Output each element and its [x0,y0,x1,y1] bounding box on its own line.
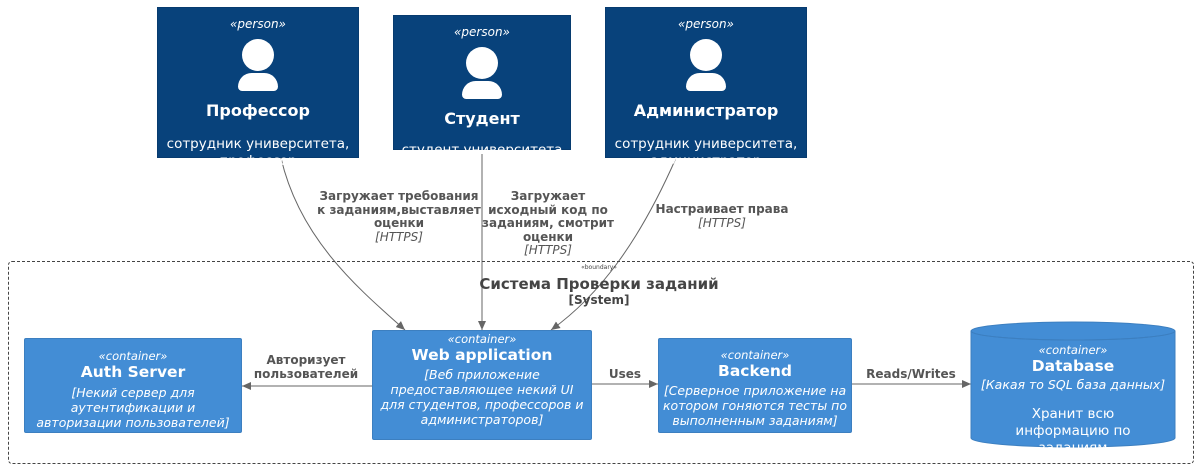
boundary-subtitle: [System] [568,293,630,307]
person-professor[interactable]: «person» Профессор сотрудник университет… [157,7,359,169]
person-description: сотрудник университета, администратор [614,136,798,169]
boundary-tag: «boundary» [581,264,617,271]
person-name: Администратор [633,101,779,120]
person-icon [394,47,570,99]
relation-label: Настраивает права [655,202,789,216]
relation-tech: [HTTPS] [375,229,423,244]
container-tech: [Какая то SQL база данных] [980,377,1166,392]
container-name: Database [1031,357,1115,375]
relation-label: Reads/Writes [866,367,956,381]
stereotype-label: «person» [230,17,286,31]
person-name: Профессор [206,101,310,120]
label-admin-web: Настраивает права [HTTPS] [655,202,789,230]
label-web-auth: Авторизует пользователей [250,353,362,381]
relation-label: Авторизует пользователей [253,353,359,381]
person-student[interactable]: «person» Студент студент университета [393,15,571,158]
boundary-title: Система Проверки заданий [479,275,719,293]
container-database[interactable]: «container» Database [Какая то SQL база … [971,343,1175,456]
label-student-web: Загружает исходный код по заданиям, смот… [478,189,618,258]
stereotype-label: «container» [1038,343,1108,357]
container-tech: [Серверное приложение на котором гоняютс… [663,383,847,428]
stereotype-label: «container» [720,348,790,362]
label-backend-db: Reads/Writes [856,367,966,382]
stereotype-label: «container» [447,332,517,346]
relation-tech: [HTTPS] [524,243,572,257]
person-icon [158,39,358,91]
stereotype-label: «person» [678,17,734,31]
relation-label: Загружает требования к заданиям,выставля… [317,189,481,230]
container-name: Web application [411,346,553,364]
person-description: студент университета [401,142,563,158]
edge-professor-web [280,157,406,331]
relation-label: Uses [608,367,642,381]
container-web-application[interactable]: «container» Web application [Веб приложе… [372,330,592,440]
container-description: Хранит всю информацию по заданиям [1015,406,1131,456]
system-boundary [8,261,1194,464]
stereotype-label: «container» [98,349,168,363]
stereotype-label: «person» [454,25,510,39]
container-name: Auth Server [80,363,186,381]
relation-tech: [HTTPS] [698,215,746,230]
person-icon [606,39,806,91]
container-tech: [Некий сервер для аутентификации и автор… [36,385,230,430]
person-admin[interactable]: «person» Администратор сотрудник универс… [605,7,807,169]
relation-label: Загружает исходный код по заданиям, смот… [482,189,614,244]
person-name: Студент [444,109,520,128]
container-tech: [Веб приложение предоставляющее некий UI… [380,367,584,427]
container-auth-server[interactable]: «container» Auth Server [Некий сервер дл… [24,338,242,433]
person-description: сотрудник университета, профессор [166,136,350,169]
label-web-backend: Uses [596,367,654,382]
container-name: Backend [718,362,792,380]
database-cylinder [970,321,1176,448]
container-backend[interactable]: «container» Backend [Серверное приложени… [658,338,852,433]
label-professor-web: Загружает требования к заданиям,выставля… [314,189,484,244]
